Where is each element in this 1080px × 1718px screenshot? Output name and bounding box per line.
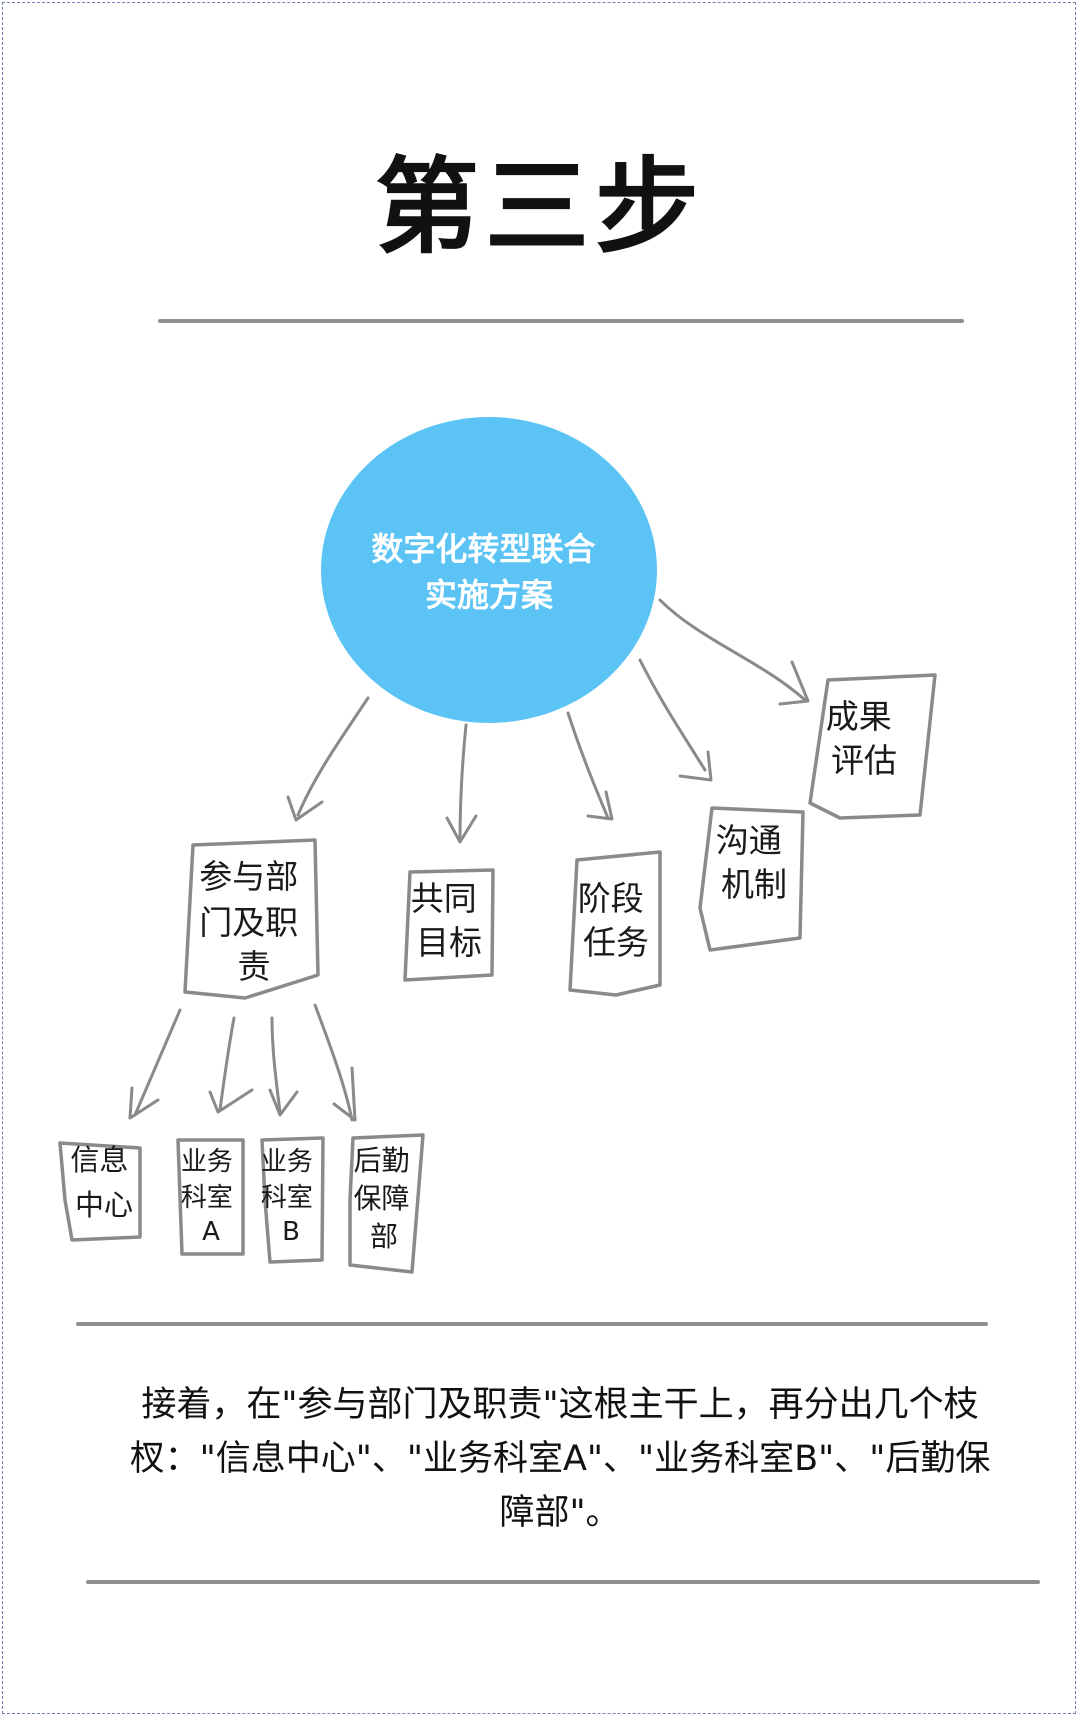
branch-label-line: 任务 bbox=[583, 923, 649, 962]
branch-box bbox=[568, 850, 662, 997]
branch-box bbox=[698, 806, 805, 952]
branch-label-line: 沟通 bbox=[716, 821, 782, 860]
branch-label: 共同 目标 bbox=[411, 879, 488, 962]
sub-branch-box bbox=[348, 1133, 425, 1274]
arrow-to-bizB bbox=[270, 1016, 282, 1114]
arrow-to-eval bbox=[658, 598, 807, 702]
caption-line: 接着，在"参与部门及职责"这根主干上，再分出几个枝 bbox=[141, 1385, 979, 1425]
branch-label-line: 责 bbox=[238, 947, 271, 986]
sub-branch-label: 业务 科室 A bbox=[181, 1147, 241, 1247]
hub-label: 数字化转型联合 实施方案 bbox=[371, 530, 606, 614]
arrow-to-eval-head bbox=[778, 660, 810, 706]
hub-arrows bbox=[286, 598, 810, 844]
branch-label-line: 成果 bbox=[826, 697, 892, 736]
branch-label: 沟通 机制 bbox=[716, 821, 793, 904]
branch-comm: 沟通 机制 bbox=[698, 806, 805, 952]
sub-branch-box bbox=[176, 1138, 245, 1256]
branch-label-line: 阶段 bbox=[578, 879, 644, 918]
caption-line: 障部"。 bbox=[499, 1493, 621, 1533]
arrow-to-comm bbox=[638, 658, 707, 772]
arrow-to-tasks-head bbox=[586, 790, 614, 821]
hub-label-line: 实施方案 bbox=[425, 576, 554, 614]
sub-branch-label: 业务 科室 B bbox=[261, 1147, 321, 1247]
arrow-to-goal-head bbox=[445, 814, 478, 844]
arrow-to-tasks bbox=[566, 711, 610, 820]
sub-branch-box bbox=[58, 1141, 142, 1242]
arrow-to-comm-head bbox=[678, 750, 713, 782]
sub-branch-label-line: 科室 bbox=[181, 1183, 233, 1213]
sub-branch-info: 信息 中心 bbox=[58, 1141, 142, 1242]
sub-branch-label-line: 中心 bbox=[75, 1188, 133, 1222]
sub-arrows bbox=[128, 1003, 357, 1122]
branch-label: 阶段 任务 bbox=[578, 879, 655, 962]
sub-branch-bizB: 业务 科室 B bbox=[260, 1136, 325, 1264]
arrow-to-depts-head bbox=[286, 795, 324, 822]
caption-line: 杈："信息中心"、"业务科室A"、"业务科室B"、"后勤保 bbox=[129, 1439, 991, 1479]
branch-eval: 成果 评估 bbox=[808, 673, 937, 820]
sub-branch-label-line: 信息 bbox=[70, 1143, 128, 1177]
sub-branch-label-line: 科室 bbox=[261, 1183, 313, 1213]
branch-label-line: 评估 bbox=[831, 741, 897, 780]
sub-branch-label-line: 保障 bbox=[354, 1182, 410, 1215]
sub-branch-bizA: 业务 科室 A bbox=[176, 1138, 245, 1256]
arrow-to-bizB-head bbox=[268, 1088, 299, 1117]
branch-label: 参与部 门及职 责 bbox=[199, 857, 309, 986]
branch-label-line: 共同 bbox=[411, 879, 477, 918]
sub-branch-label: 信息 中心 bbox=[70, 1143, 137, 1222]
arrow-to-bizA bbox=[218, 1016, 236, 1112]
branch-tasks: 阶段 任务 bbox=[568, 850, 662, 997]
branch-box bbox=[183, 838, 320, 1000]
branch-label: 成果 评估 bbox=[826, 697, 903, 780]
sub-branch-label-line: 业务 bbox=[181, 1147, 233, 1177]
sub-branch-label-line: 后勤 bbox=[354, 1144, 410, 1177]
branch-box bbox=[403, 868, 495, 982]
arrow-to-logistics bbox=[313, 1003, 354, 1122]
sub-branch-label-line: A bbox=[202, 1217, 220, 1247]
sub-branch-box bbox=[260, 1136, 325, 1264]
arrow-to-depts bbox=[296, 696, 370, 817]
sub-branch-label-line: B bbox=[282, 1217, 300, 1247]
page-title: 第三步 bbox=[374, 146, 705, 268]
branch-label-line: 机制 bbox=[721, 865, 787, 904]
sub-branch-label-line: 部 bbox=[370, 1220, 398, 1253]
arrow-to-info bbox=[133, 1008, 182, 1117]
arrow-to-bizA-head bbox=[208, 1088, 254, 1114]
branch-goal: 共同 目标 bbox=[403, 868, 495, 982]
hub-circle bbox=[321, 417, 657, 723]
sub-branch-logistics: 后勤 保障 部 bbox=[348, 1133, 425, 1274]
branch-box bbox=[808, 673, 937, 820]
sub-branch-label: 后勤 保障 部 bbox=[354, 1144, 419, 1253]
branch-depts: 参与部 门及职 责 bbox=[183, 838, 320, 1000]
arrow-to-goal bbox=[458, 723, 468, 842]
arrow-to-info-head bbox=[128, 1086, 160, 1120]
sub-branch-label-line: 业务 bbox=[261, 1147, 313, 1177]
branch-label-line: 目标 bbox=[416, 923, 482, 962]
arrow-to-logistics-head bbox=[332, 1066, 357, 1122]
branch-label-line: 门及职 bbox=[199, 903, 298, 942]
hub-label-line: 数字化转型联合 bbox=[371, 530, 595, 568]
caption-text: 接着，在"参与部门及职责"这根主干上，再分出几个枝 杈："信息中心"、"业务科室… bbox=[100, 1378, 1020, 1540]
branch-label-line: 参与部 bbox=[199, 857, 298, 896]
